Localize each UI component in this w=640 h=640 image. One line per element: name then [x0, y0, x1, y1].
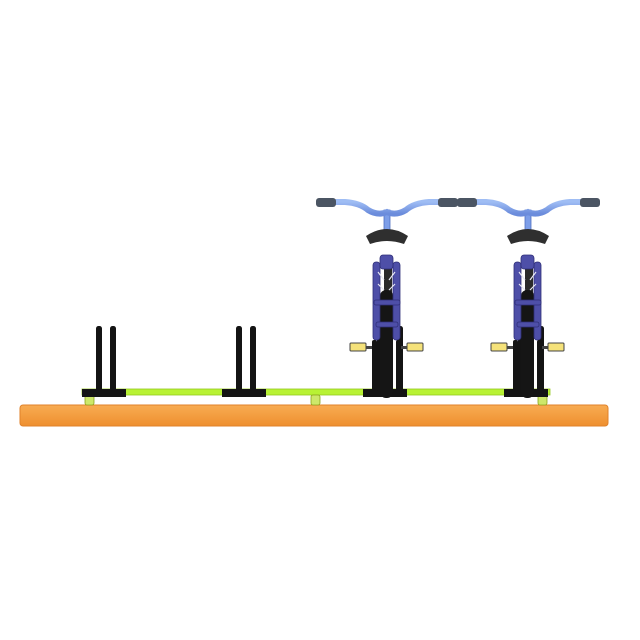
right-grip — [438, 198, 458, 207]
pedals — [349, 342, 424, 352]
frame — [372, 254, 401, 341]
right-grip — [580, 198, 600, 207]
handlebar — [468, 199, 590, 217]
rack-slot-1 — [82, 326, 126, 397]
rack-rail — [81, 388, 551, 396]
pedals — [490, 342, 565, 352]
ground-platform — [19, 404, 609, 427]
saddle — [507, 229, 549, 244]
front-tire — [521, 290, 534, 398]
bicycle-2 — [457, 198, 600, 398]
frame — [513, 254, 542, 341]
saddle — [366, 229, 408, 244]
rail-feet — [84, 394, 548, 406]
left-grip — [316, 198, 336, 207]
handlebar — [327, 199, 449, 217]
front-tire — [380, 290, 393, 398]
rack-slot-2 — [222, 326, 266, 397]
left-grip — [457, 198, 477, 207]
wheel-clamps — [372, 340, 542, 392]
bicycle-1 — [316, 198, 458, 398]
